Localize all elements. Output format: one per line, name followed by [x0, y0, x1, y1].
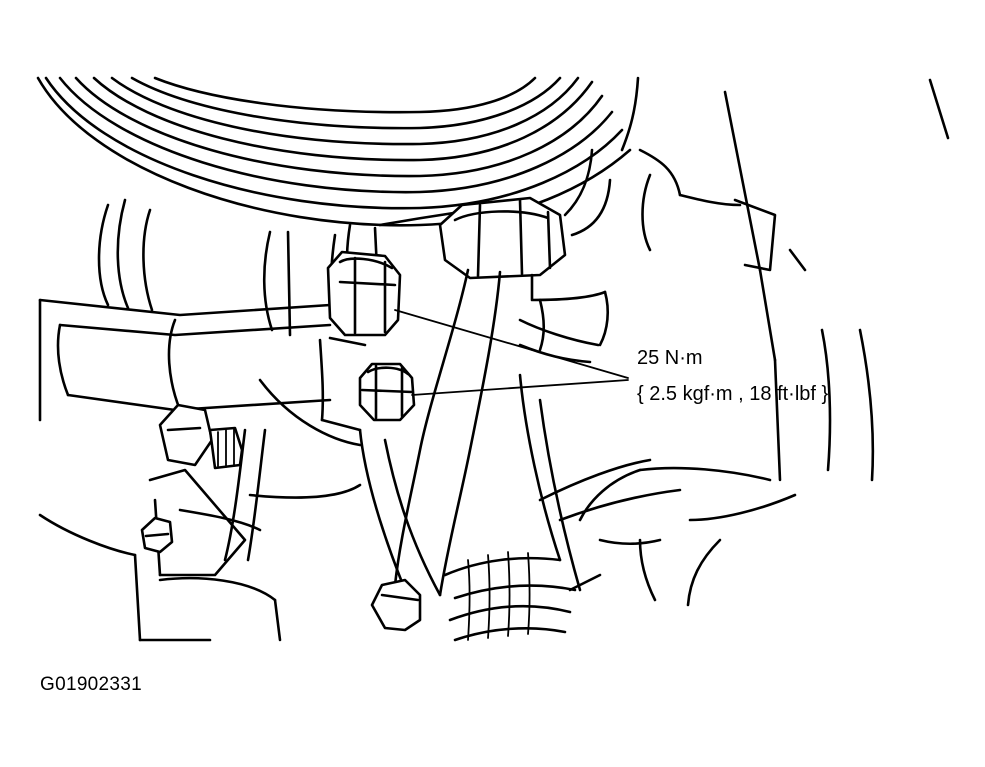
figure-id: G01902331 [40, 674, 143, 695]
torque-value-alternate-units: { 2.5 kgf·m , 18 ft·lbf } [637, 383, 829, 405]
pipe-lower-nut [370, 578, 422, 632]
pressure-pipe [358, 268, 502, 597]
bracket-bolt-upper [158, 403, 244, 470]
bracket-bolt-lower [140, 516, 174, 554]
torque-leader-lines [394, 309, 629, 396]
return-hose [443, 373, 602, 642]
pump-pulley [36, 76, 640, 227]
engine-components-right [538, 78, 950, 607]
upper-mounting-bolt [326, 250, 402, 337]
torque-value-nm: 25 N·m [637, 347, 703, 369]
lower-mounting-bolt [358, 362, 416, 422]
